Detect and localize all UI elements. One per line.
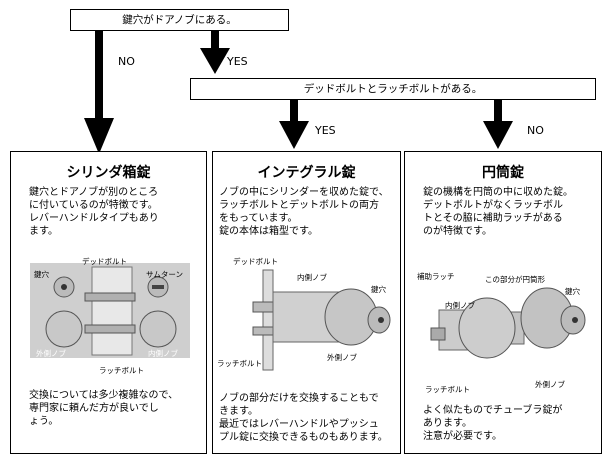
annotation-deadbolt: デッドボルト bbox=[82, 257, 127, 266]
card-integral-lock: インテグラル錠 ノブの中にシリンダーを収めた錠で、 ラッチボルトとデットボルトの… bbox=[212, 151, 401, 454]
annotation-outer-knob: 外側ノブ bbox=[327, 353, 357, 362]
label-no-2: NO bbox=[527, 124, 544, 137]
question-keyhole-in-knob: 鍵穴がドアノブにある。 bbox=[70, 9, 289, 31]
lock-illustration bbox=[252, 269, 391, 371]
question-deadbolt-latchbolt: デッドボルトとラッチボルトがある。 bbox=[190, 78, 596, 100]
cylinder-box-lock-photo: 鍵穴 デッドボルト サムターン 外側ノブ 内側ノブ bbox=[30, 257, 190, 358]
annotation-deadbolt: デッドボルト bbox=[233, 257, 278, 266]
annotation-latchbolt: ラッチボルト bbox=[99, 366, 144, 375]
annotation-keyhole: 鍵穴 bbox=[34, 270, 49, 279]
annotation-thumbturn: サムターン bbox=[146, 270, 183, 279]
annotation-keyhole: 鍵穴 bbox=[565, 287, 580, 296]
arrow-no-down bbox=[84, 30, 114, 154]
arrow-yes-down-2 bbox=[279, 99, 309, 149]
card-title: シリンダ箱錠 bbox=[66, 165, 151, 181]
card-description: ノブの中にシリンダーを収めた錠で、 ラッチボルトとデットボルトの両方 をもってい… bbox=[219, 187, 389, 237]
lock-illustration bbox=[430, 287, 586, 359]
card-description: 鍵穴とドアノブが別のところ に付いているのが特徴です。 レバーハンドルタイプもあ… bbox=[29, 187, 159, 237]
card-note: 交換については多少複雑なので、 専門家に頼んだ方が良いでし ょう。 bbox=[29, 390, 179, 427]
card-title: 円筒錠 bbox=[482, 165, 524, 181]
label-yes-1: YES bbox=[227, 55, 248, 68]
lock-illustration bbox=[30, 263, 190, 358]
annotation-inner-knob: 内側ノブ bbox=[148, 349, 178, 358]
card-cylindrical-lock: 円筒錠 錠の機構を円筒の中に収めた錠。 デットボルトがなくラッチボル トとその脇… bbox=[404, 151, 602, 454]
card-cylinder-box-lock: シリンダ箱錠 鍵穴とドアノブが別のところ に付いているのが特徴です。 レバーハン… bbox=[10, 151, 207, 454]
card-description: 錠の機構を円筒の中に収めた錠。 デットボルトがなくラッチボル トとその脇に補助ラ… bbox=[423, 187, 573, 237]
annotation-inner-knob: 内側ノブ bbox=[445, 301, 475, 310]
annotation-latchbolt: ラッチボルト bbox=[217, 359, 262, 368]
arrow-yes-down bbox=[200, 30, 230, 74]
integral-lock-photo: デッドボルト 内側ノブ 鍵穴 bbox=[233, 257, 393, 372]
card-note: よく似たものでチューブラ錠が あります。 注意が必要です。 bbox=[423, 405, 563, 442]
label-yes-2: YES bbox=[315, 124, 336, 137]
label-no-1: NO bbox=[118, 55, 135, 68]
annotation-outer-knob: 外側ノブ bbox=[535, 380, 565, 389]
annotation-inner-knob: 内側ノブ bbox=[297, 273, 327, 282]
card-title: インテグラル錠 bbox=[257, 165, 356, 181]
cylindrical-lock-photo: 補助ラッチ この部分が円筒形 鍵穴 内側ノブ bbox=[417, 270, 595, 380]
annotation-latchbolt: ラッチボルト bbox=[425, 385, 470, 394]
annotation-aux-latch: 補助ラッチ bbox=[417, 272, 455, 281]
arrow-no-down-2 bbox=[483, 99, 513, 149]
card-note: ノブの部分だけを交換することもで きます。 最近ではレバーハンドルやプッシュ プ… bbox=[219, 393, 388, 443]
annotation-keyhole: 鍵穴 bbox=[371, 285, 386, 294]
annotation-cylinder-part: この部分が円筒形 bbox=[485, 275, 545, 284]
annotation-outer-knob: 外側ノブ bbox=[36, 349, 66, 358]
